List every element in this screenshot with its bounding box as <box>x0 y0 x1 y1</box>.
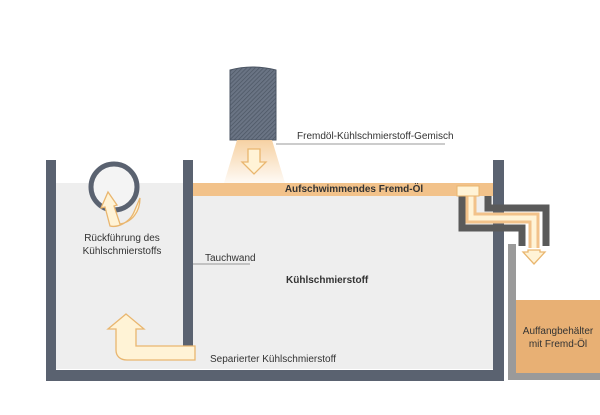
separated-coolant-label: Separierter Kühlschmierstoff <box>210 354 336 365</box>
tank-walls <box>46 160 504 381</box>
tank-bottom <box>46 370 504 381</box>
collector-tank <box>516 300 600 373</box>
coolant-label: Kühlschmierstoff <box>286 275 369 286</box>
floating-oil-layer <box>193 183 493 196</box>
flow-arrow-icon <box>99 190 141 228</box>
oil-intake <box>456 185 480 197</box>
overflow-pipe <box>458 196 550 248</box>
return-label-line2: Kühlschmierstoffs <box>82 246 162 257</box>
floating-oil-label: Aufschwimmendes Fremd-Öl <box>284 184 424 195</box>
flow-arrow-icon <box>521 249 547 265</box>
tank-right-wall <box>493 160 504 381</box>
hatched-nozzle-icon <box>229 66 277 141</box>
flow-arrow-icon <box>240 148 268 175</box>
tank-left-wall <box>46 160 56 381</box>
flow-arrow-icon <box>106 313 196 361</box>
return-label-line1: Rückführung des <box>84 233 160 244</box>
mixture-label: Fremdöl-Kühlschmierstoff-Gemisch <box>297 131 454 142</box>
baffle-label: Tauchwand <box>205 253 256 264</box>
collector-base <box>508 373 600 380</box>
collector-label-line1: Auffangbehälter <box>522 326 594 337</box>
baffle-wall <box>183 160 193 346</box>
collector-stand <box>508 244 516 380</box>
collector-label-line2: mit Fremd-Öl <box>528 339 588 350</box>
